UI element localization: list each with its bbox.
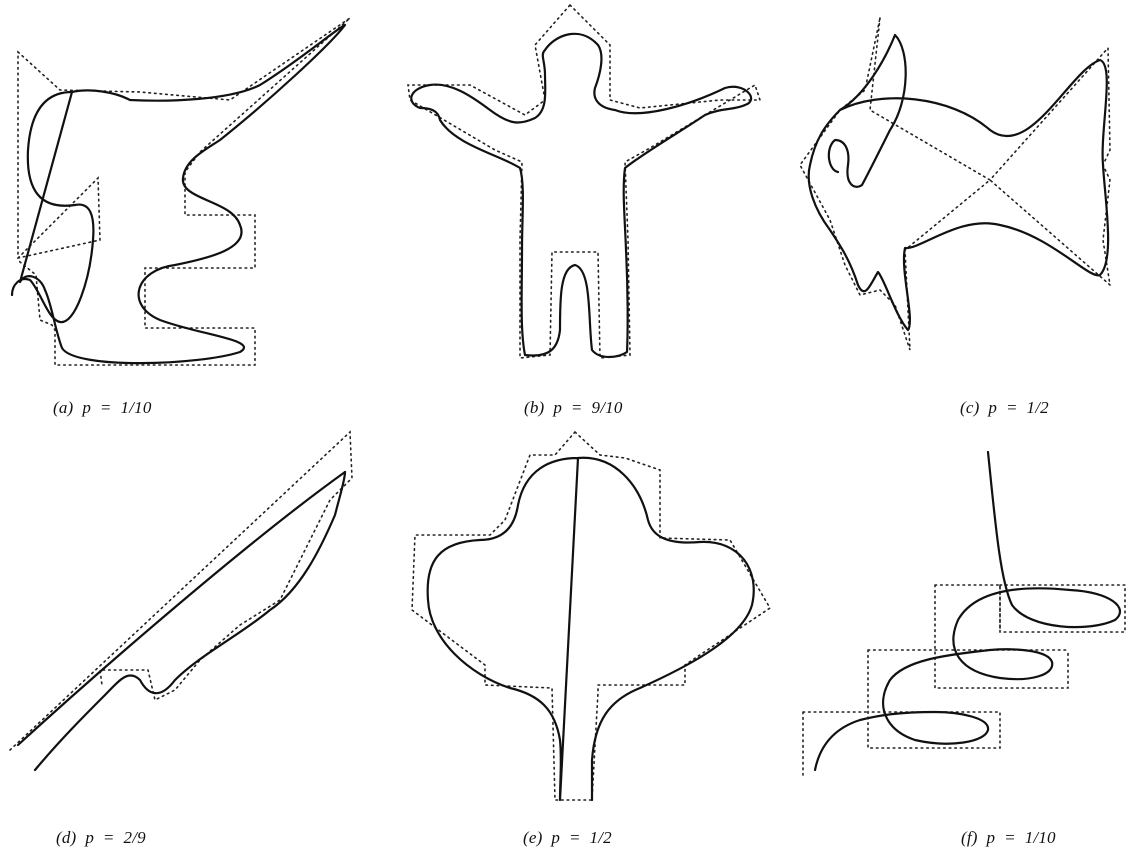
panel-c-dotted-polygon xyxy=(800,18,1110,350)
panel-f-shape xyxy=(803,452,1125,775)
caption-a: (a) p = 1/10 xyxy=(53,398,152,418)
panel-f-dotted-polygon-1 xyxy=(1000,585,1125,632)
panel-f-dotted-polygon-3 xyxy=(868,650,1068,748)
caption-f: (f) p = 1/10 xyxy=(961,828,1056,848)
panel-a-curve xyxy=(12,25,345,363)
panel-c-curve xyxy=(809,35,1108,330)
caption-e: (e) p = 1/2 xyxy=(523,828,612,848)
panel-b-dotted-polygon xyxy=(408,5,760,358)
caption-b: (b) p = 9/10 xyxy=(524,398,623,418)
panel-c-shape xyxy=(800,18,1110,350)
panel-e-dotted-polygon xyxy=(412,432,770,800)
panel-d-dotted-polygon xyxy=(10,432,352,750)
panel-f-curve xyxy=(815,452,1120,770)
panel-d-curve-inner xyxy=(35,472,345,770)
panel-b-shape xyxy=(408,5,760,358)
panel-d-curve-outer xyxy=(18,472,345,745)
caption-c: (c) p = 1/2 xyxy=(960,398,1049,418)
panel-d-shape xyxy=(10,432,352,770)
caption-d: (d) p = 2/9 xyxy=(56,828,146,848)
panel-e-shape xyxy=(412,432,770,800)
panel-e-curve xyxy=(428,458,754,800)
panel-a-shape xyxy=(12,18,350,365)
panel-b-curve xyxy=(411,34,751,357)
